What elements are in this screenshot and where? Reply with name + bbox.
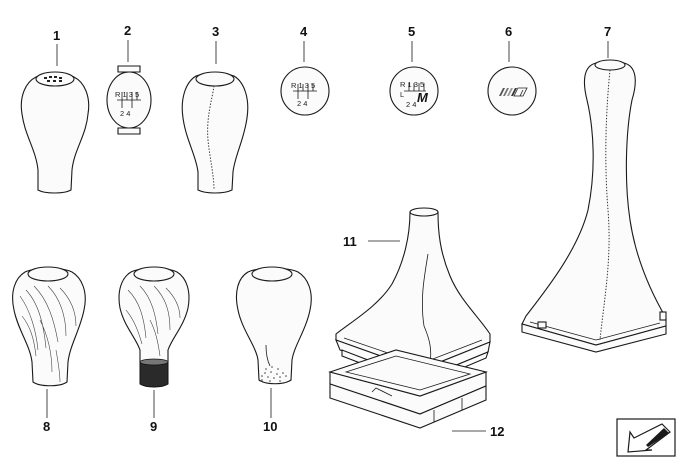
part-8-gear-knob-wood: 8 bbox=[12, 266, 86, 434]
m-stripes-icon bbox=[499, 87, 528, 97]
part-2-pattern-insert: 2 R 1 3 5 2 4 bbox=[106, 23, 152, 135]
knob-9-collar bbox=[139, 361, 169, 388]
label-10: 10 bbox=[263, 419, 277, 434]
emblem5-pattern-bottom: 2 4 bbox=[406, 100, 416, 109]
part-1-gear-knob: 1 bbox=[20, 28, 90, 194]
label-6: 6 bbox=[505, 24, 512, 39]
label-2: 2 bbox=[124, 23, 131, 38]
insert-pattern-bottom: 2 4 bbox=[120, 109, 130, 118]
label-7: 7 bbox=[604, 24, 611, 39]
label-12: 12 bbox=[490, 424, 504, 439]
arrow-down-left-icon[interactable] bbox=[616, 418, 676, 457]
label-9: 9 bbox=[150, 419, 157, 434]
emblem5-pattern-left: L bbox=[400, 90, 404, 99]
part-6-m-emblem: 6 bbox=[487, 24, 537, 116]
label-4: 4 bbox=[300, 24, 308, 39]
knob-1-dots bbox=[44, 76, 62, 82]
label-5: 5 bbox=[408, 24, 415, 39]
part-3-gear-knob-stitched: 3 bbox=[181, 24, 249, 194]
label-3: 3 bbox=[212, 24, 219, 39]
part-5-pattern-emblem-m: 5 R 1 3 5 L 2 4 M bbox=[389, 24, 439, 116]
label-8: 8 bbox=[43, 419, 50, 434]
label-11: 11 bbox=[343, 234, 357, 249]
part-7-gear-knob-tall: 7 bbox=[521, 24, 667, 353]
part-12-boot-frame: 12 bbox=[328, 349, 504, 439]
label-1: 1 bbox=[53, 28, 60, 43]
part-9-gear-knob-wood-collar: 9 bbox=[118, 266, 190, 434]
knob-10-dots bbox=[261, 366, 287, 382]
emblem5-pattern-top: R 1 3 5 bbox=[400, 80, 424, 89]
emblem5-m-mark: M bbox=[417, 90, 429, 105]
part-4-pattern-emblem: 4 R 1 3 5 2 4 bbox=[280, 24, 330, 116]
emblem4-pattern-bottom: 2 4 bbox=[297, 99, 307, 108]
part-10-gear-knob-dotted: 10 bbox=[235, 266, 312, 434]
